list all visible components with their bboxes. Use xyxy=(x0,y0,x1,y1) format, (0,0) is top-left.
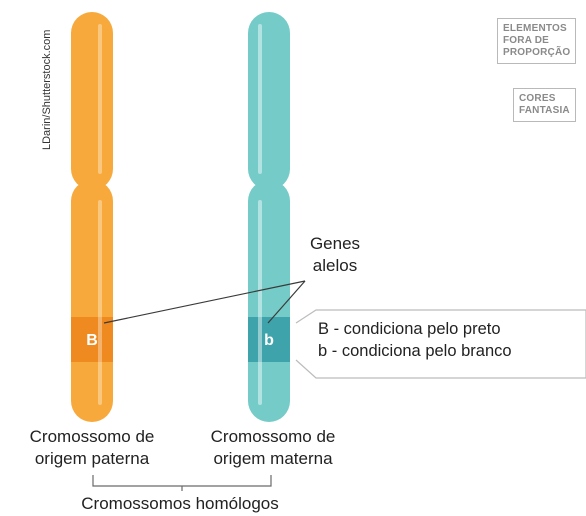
paternal-chromosome xyxy=(71,12,113,422)
homolog-bracket xyxy=(92,475,272,487)
maternal-short-arm xyxy=(248,12,290,190)
paternal-long-arm xyxy=(71,180,113,422)
maternal-chromosome xyxy=(248,12,290,422)
paternal-allele-band xyxy=(71,317,113,362)
legend-box-outline xyxy=(295,309,586,379)
maternal-label: Cromossomo de origem materna xyxy=(210,427,336,468)
homologs-label: Cromossomos homólogos xyxy=(81,494,279,513)
image-credit: LDarin/Shutterstock.com xyxy=(41,29,53,150)
paternal-short-arm xyxy=(71,12,113,190)
paternal-label: Cromossomo de origem paterna xyxy=(29,427,155,468)
pointer-line-maternal xyxy=(267,280,306,324)
proportion-badge: ELEMENTOS FORA DE PROPORÇÃO xyxy=(497,18,577,64)
allele-legend: B - condiciona pelo preto b - condiciona… xyxy=(318,318,582,362)
paternal-allele-letter: B xyxy=(86,332,98,349)
colors-badge: CORES FANTASIA xyxy=(513,88,576,122)
legend-line-recessive: b - condiciona pelo branco xyxy=(318,342,512,360)
alleles-label: Genes alelos xyxy=(309,234,361,275)
maternal-allele-band xyxy=(248,317,290,362)
pointer-line-paternal xyxy=(103,280,306,324)
maternal-long-arm xyxy=(248,180,290,422)
maternal-allele-letter: b xyxy=(264,332,274,349)
legend-line-dominant: B - condiciona pelo preto xyxy=(318,320,501,338)
